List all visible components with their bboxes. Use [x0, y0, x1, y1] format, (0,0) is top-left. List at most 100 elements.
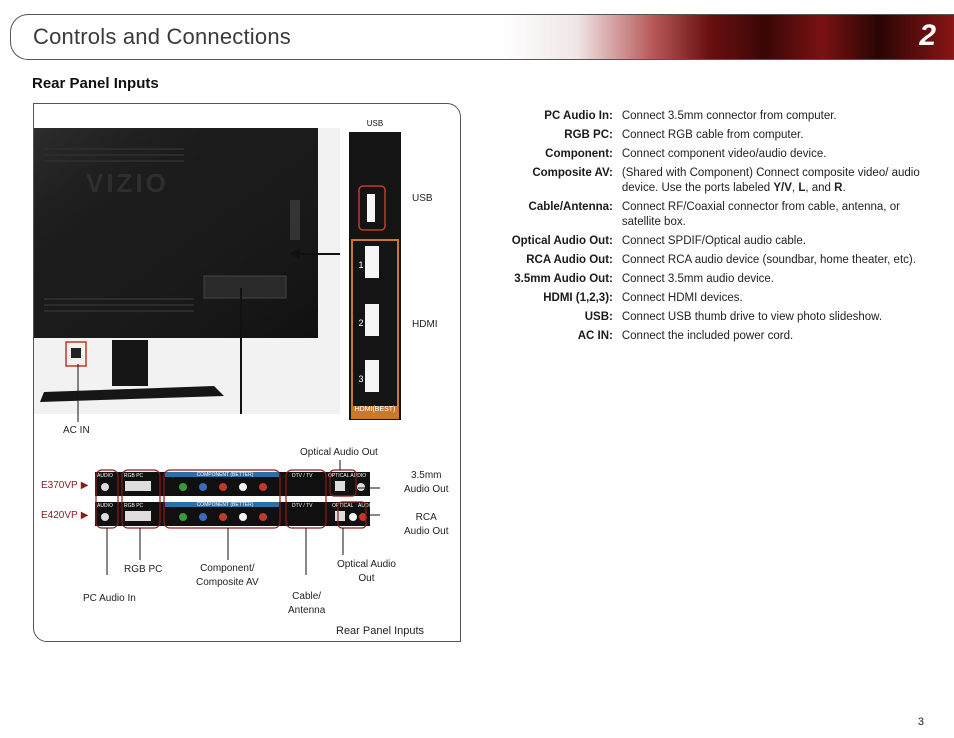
spec-definition: Connect component video/audio device.	[621, 148, 827, 160]
spec-row: USB: Connect USB thumb drive to view pho…	[480, 309, 920, 328]
bar1-label-component: COMPONENT (BETTER)	[196, 472, 254, 478]
callout-component: Component/ Composite AV	[196, 562, 259, 590]
bar1-label-audio: AUDIO	[97, 473, 113, 479]
bar2-label-audio: AUDIO	[97, 503, 113, 509]
callout-pc-audio: PC Audio In	[83, 593, 136, 604]
bar1-label-rgb: RGB PC	[124, 473, 144, 479]
callout-optical-bottom-line2: Out	[358, 573, 375, 584]
spec-row: Optical Audio Out: Connect SPDIF/Optical…	[480, 233, 920, 252]
figure-caption: Rear Panel Inputs	[336, 625, 425, 637]
callout-rca-line1: RCA	[415, 512, 437, 523]
spec-definition: Connect RF/Coaxial connector from cable,…	[621, 201, 900, 228]
spec-term: Composite AV:	[532, 167, 613, 179]
hdmi-number-2: 2	[358, 318, 364, 328]
bar2-label-component: COMPONENT (BETTER)	[196, 502, 254, 508]
svg-text:VIZIO: VIZIO	[86, 168, 169, 198]
callout-hdmi: HDMI	[412, 319, 438, 330]
side-usb-label: USB	[366, 119, 384, 128]
composite-def-sep-2: , and	[805, 182, 835, 194]
hdmi-best-badge: HDMI(BEST)	[354, 406, 396, 413]
bar2-label-optical: OPTICAL	[332, 503, 354, 509]
spec-definition: Connect the included power cord.	[621, 330, 794, 342]
spec-term: RCA Audio Out:	[526, 254, 613, 266]
bar2-label-rgb: RGB PC	[124, 503, 144, 509]
tv-rear-drawing: VIZIO	[34, 128, 340, 414]
callout-usb: USB	[412, 193, 433, 204]
spec-definition: Connect HDMI devices.	[621, 292, 743, 304]
callout-cable-line1: Cable/	[292, 591, 322, 602]
port-bar-e420vp-drawing	[101, 502, 367, 521]
composite-def-l: L	[798, 182, 806, 194]
spec-definition: (Shared with Component) Connect composit…	[622, 165, 920, 199]
callout-optical-bottom-line1: Optical Audio	[337, 559, 396, 570]
port-highlights	[95, 460, 380, 575]
spec-row: HDMI (1,2,3): Connect HDMI devices.	[480, 290, 920, 309]
spec-definition: Connect RCA audio device (soundbar, home…	[621, 254, 916, 266]
model-e370vp-text: E370VP	[41, 480, 78, 491]
spec-term: 3.5mm Audio Out:	[514, 273, 613, 285]
spec-row: Cable/Antenna: Connect RF/Coaxial connec…	[480, 199, 920, 233]
spec-definition: Connect SPDIF/Optical audio cable.	[621, 235, 806, 247]
tv-rear-illustration: VIZIO	[34, 128, 340, 414]
model-label-e370vp: E370VP▶	[41, 480, 88, 491]
port-bar-e370vp-drawing	[101, 472, 365, 491]
figure-frame	[33, 103, 461, 642]
chapter-header: Controls and Connections 2	[10, 14, 954, 60]
spec-term: RGB PC:	[564, 129, 613, 141]
port-bar-e420vp	[95, 502, 370, 526]
play-arrow-icon: ▶	[80, 510, 89, 521]
spec-term: Optical Audio Out:	[511, 235, 613, 247]
spec-row: RGB PC: Connect RGB cable from computer.	[480, 127, 920, 146]
hdmi-number-3: 3	[358, 374, 364, 384]
chapter-number: 2	[919, 19, 936, 52]
bar1-label-optical: OPTICAL AUDIO	[328, 473, 367, 479]
callout-audio-35-line2: Audio Out	[404, 484, 449, 495]
port-bar-e370vp	[95, 472, 370, 496]
spec-definition: Connect RGB cable from computer.	[621, 129, 804, 141]
model-label-e420vp: E420VP▶	[41, 510, 88, 521]
hdmi-number-1: 1	[358, 260, 364, 270]
spec-table: PC Audio In: Connect 3.5mm connector fro…	[480, 108, 920, 347]
composite-def-text-1: (Shared with Component) Connect composit…	[621, 167, 920, 194]
play-arrow-icon: ▶	[80, 480, 89, 491]
page-title: Controls and Connections	[33, 24, 291, 49]
callout-optical-top: Optical Audio Out	[300, 447, 378, 458]
spec-row: PC Audio In: Connect 3.5mm connector fro…	[480, 108, 920, 127]
bar1-label-dtv: DTV / TV	[292, 473, 313, 479]
spec-row: Composite AV: (Shared with Component) Co…	[480, 165, 920, 199]
spec-term: HDMI (1,2,3):	[543, 292, 613, 304]
side-connector-strip	[349, 118, 401, 420]
callout-rgb-pc: RGB PC	[124, 564, 163, 575]
section-heading: Rear Panel Inputs	[32, 75, 159, 92]
spec-term: PC Audio In:	[544, 110, 613, 122]
callout-cable-line2: Antenna	[288, 605, 326, 616]
model-e420vp-text: E420VP	[41, 510, 78, 521]
callout-optical-bottom: Optical Audio Out	[337, 558, 396, 586]
spec-definition: Connect 3.5mm audio device.	[621, 273, 774, 285]
callout-ac-in: AC IN	[63, 425, 90, 436]
spec-row: 3.5mm Audio Out: Connect 3.5mm audio dev…	[480, 271, 920, 290]
callout-component-line1: Component/	[200, 563, 255, 574]
spec-row: Component: Connect component video/audio…	[480, 146, 920, 165]
spec-row: AC IN: Connect the included power cord.	[480, 328, 920, 347]
bar2-label-dtv: DTV / TV	[292, 503, 313, 509]
ac-in-leader-line	[77, 364, 79, 422]
page-number: 3	[917, 716, 924, 728]
composite-def-r: R	[834, 182, 843, 194]
composite-def-yv: Y/V	[773, 182, 792, 194]
composite-def-end: .	[842, 182, 846, 194]
bar2-label-audio-out: AUDIO OUT	[358, 503, 386, 509]
spec-row: RCA Audio Out: Connect RCA audio device …	[480, 252, 920, 271]
side-strip-drawing	[349, 118, 401, 419]
callout-audio-35: 3.5mm Audio Out	[404, 469, 448, 497]
callout-cable-antenna: Cable/ Antenna	[288, 590, 325, 618]
spec-term: USB:	[584, 311, 613, 323]
spec-term: Component:	[545, 148, 613, 160]
spec-definition: Connect USB thumb drive to view photo sl…	[621, 311, 883, 323]
callout-rca-line2: Audio Out	[404, 526, 449, 537]
callout-audio-35-line1: 3.5mm	[410, 470, 442, 481]
composite-def-sep-1: ,	[791, 182, 799, 194]
spec-term: Cable/Antenna:	[528, 201, 613, 213]
callout-rca: RCA Audio Out	[404, 511, 448, 539]
spec-term: AC IN:	[577, 330, 613, 342]
